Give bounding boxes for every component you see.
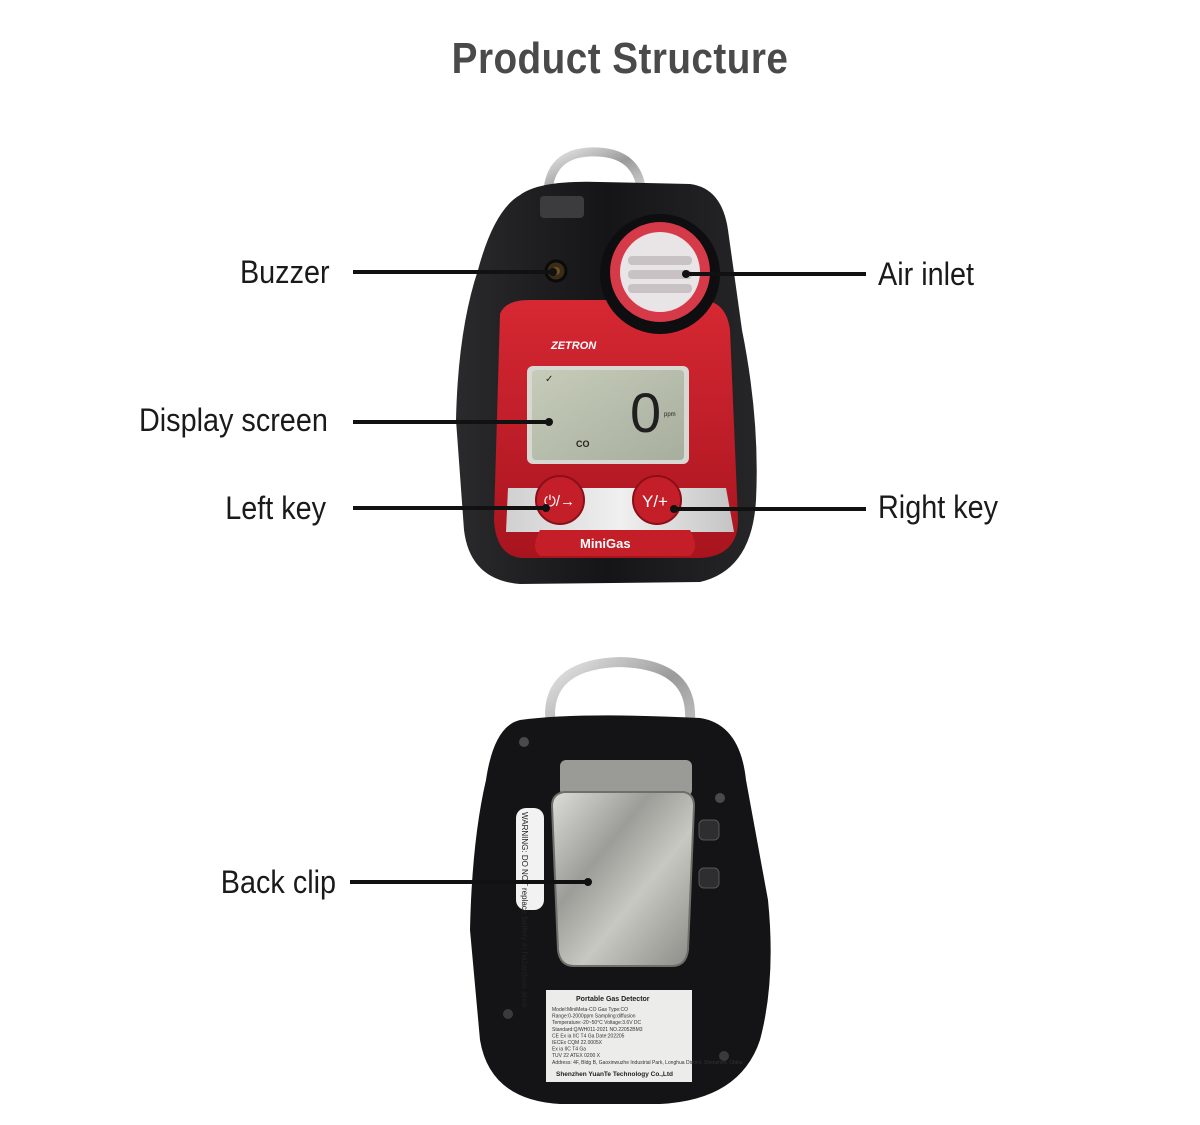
model-tab xyxy=(535,530,695,556)
leader-right-key xyxy=(670,505,866,513)
display-screen xyxy=(532,370,684,460)
screw-1 xyxy=(519,737,529,747)
back-label-line: Temperature:-20~50°C Voltage:3.6V DC xyxy=(552,1020,642,1026)
back-device: WARNING: DO NOT replace battery in hazar… xyxy=(470,656,771,1104)
page-title: Product Structure xyxy=(451,34,789,83)
back-label-line: Address: 4F, Bldg B, Gaoxinwuzhe Industr… xyxy=(552,1060,743,1066)
model-text: MiniGas xyxy=(580,536,631,551)
back-label-line: Model:MiniMeta-CO Gas Type:CO xyxy=(552,1007,628,1013)
right-key-glyph: Y/+ xyxy=(642,492,668,511)
screw-4 xyxy=(719,1051,729,1061)
leader-back-clip xyxy=(350,878,592,886)
back-label-line: Ex ia IIC T4 Ga xyxy=(552,1047,586,1053)
back-label-line: IECEx CQM 22.0005X xyxy=(552,1040,603,1046)
label-air-inlet: Air inlet xyxy=(878,256,975,292)
leader-left-key xyxy=(353,504,550,512)
leader-buzzer xyxy=(353,268,557,276)
back-label-line: TUV 22 ATEX 0200 X xyxy=(552,1053,601,1059)
brand-text: ZETRON xyxy=(550,340,597,352)
left-key[interactable] xyxy=(535,475,585,525)
label-right-key: Right key xyxy=(878,489,999,525)
front-ring xyxy=(543,147,647,197)
lcd-reading: 0 xyxy=(630,381,661,444)
air-inlet-slot-3 xyxy=(628,284,692,293)
front-device: ZETRON ✓ 0 ppm CO MiniGas ⏻/→ Y/+ xyxy=(456,147,757,584)
lcd-unit: ppm xyxy=(664,412,676,418)
back-info-label xyxy=(546,990,692,1082)
lcd-gas: CO xyxy=(576,439,590,449)
back-label-line: Range:0-2000ppm Sampling:diffusion xyxy=(552,1014,636,1020)
back-label-heading: Portable Gas Detector xyxy=(576,996,650,1003)
side-button-2 xyxy=(698,867,720,889)
back-label-company: Shenzhen YuanTe Technology Co.,Ltd xyxy=(556,1071,673,1078)
label-back-clip: Back clip xyxy=(220,864,336,900)
leader-display-screen xyxy=(353,418,553,426)
left-key-glyph: ⏻/→ xyxy=(544,493,575,510)
screw-3 xyxy=(503,1009,513,1019)
top-window xyxy=(540,196,584,218)
back-label-lines: Model:MiniMeta-CO Gas Type:CORange:0-200… xyxy=(552,1007,743,1066)
air-inlet-slot-2 xyxy=(628,270,692,279)
screw-2 xyxy=(715,793,725,803)
right-key[interactable] xyxy=(632,475,682,525)
clip-hinge xyxy=(560,760,692,796)
label-display-screen: Display screen xyxy=(139,402,328,438)
back-label-line: CE Ex ia IIC T4 Ga Date:202205 xyxy=(552,1033,625,1039)
warning-text: WARNING: DO NOT replace battery in hazar… xyxy=(520,812,529,1008)
air-inlet-slot-1 xyxy=(628,256,692,265)
label-left-key: Left key xyxy=(225,490,326,526)
lcd-check-icon: ✓ xyxy=(545,374,553,385)
back-ring xyxy=(544,656,697,773)
warning-sticker xyxy=(516,808,544,910)
leader-air-inlet xyxy=(682,270,866,278)
back-label-line: Standard:Q/WH011-2021 NO.22052BM3 xyxy=(552,1027,643,1033)
side-button-1 xyxy=(698,819,720,841)
label-buzzer: Buzzer xyxy=(240,254,330,290)
back-clip xyxy=(550,791,696,967)
